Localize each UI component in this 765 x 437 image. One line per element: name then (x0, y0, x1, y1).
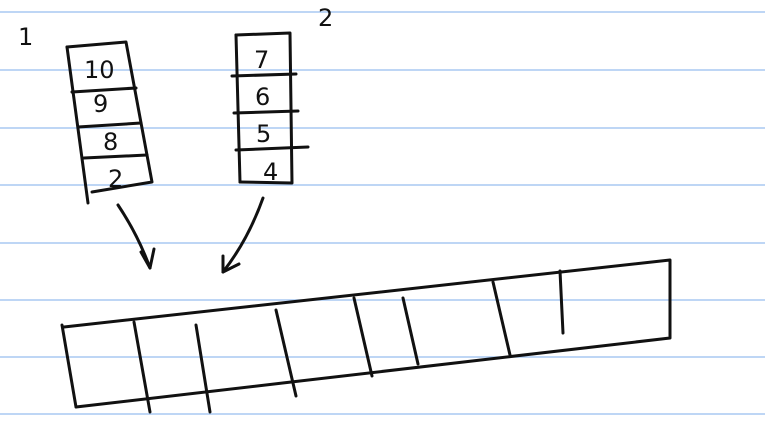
stack-2-cell-1: 7 (254, 46, 269, 74)
stack-1-label: 1 (18, 23, 33, 51)
stack-2-cell-4: 4 (263, 158, 278, 186)
merged-array (60, 258, 672, 414)
arrow-stack-1 (116, 203, 156, 270)
arrow-stack-2 (221, 196, 265, 274)
stack-2-cell-3: 5 (256, 120, 271, 148)
ruled-lines (0, 11, 765, 415)
stack-1-cell-3: 8 (103, 128, 118, 156)
stack-2-label: 2 (318, 4, 333, 32)
stack-2-cell-2: 6 (255, 83, 270, 111)
stack-1-cell-4: 2 (108, 165, 123, 193)
stack-2: 7 6 5 4 (230, 31, 310, 186)
stack-1-cell-1: 10 (84, 56, 115, 84)
stack-1: 10 9 8 2 (65, 40, 154, 205)
stack-1-cell-2: 9 (93, 90, 108, 118)
